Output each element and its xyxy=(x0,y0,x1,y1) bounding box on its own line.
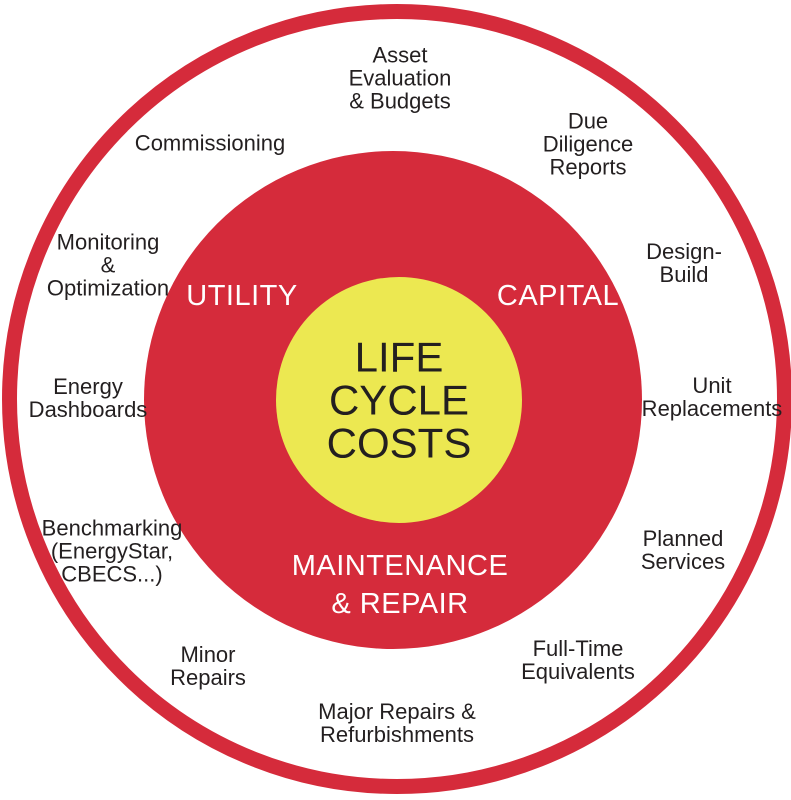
label-major-repairs-refurbishments: Major Repairs & Refurbishments xyxy=(318,699,476,747)
label-planned-services: Planned Services xyxy=(640,526,726,574)
label-minor-repairs: Minor Repairs xyxy=(170,642,246,690)
label-design-build: Design-Build xyxy=(646,239,722,287)
label-due-diligence-reports: Due Diligence Reports xyxy=(542,108,634,180)
label-monitoring-optimization: Monitoring & Optimization xyxy=(46,229,170,301)
label-benchmarking: Benchmarking (EnergyStar, CBECS...) xyxy=(41,515,183,587)
label-full-time-equivalents: Full-Time Equivalents xyxy=(521,636,635,684)
label-energy-dashboards: Energy Dashboards xyxy=(28,374,148,422)
label-utility: UTILITY xyxy=(186,280,298,312)
label-maintenance-repair: MAINTENANCE & REPAIR xyxy=(291,550,509,620)
center-title-life-cycle-costs: LIFE CYCLE COSTS xyxy=(326,333,472,467)
label-capital: CAPITAL xyxy=(496,280,620,312)
label-commissioning: Commissioning xyxy=(134,130,286,156)
center-yellow-circle xyxy=(276,277,522,523)
label-asset-evaluation-budgets: Asset Evaluation & Budgets xyxy=(348,42,452,114)
label-unit-replacements: Unit Replacements xyxy=(641,373,783,421)
